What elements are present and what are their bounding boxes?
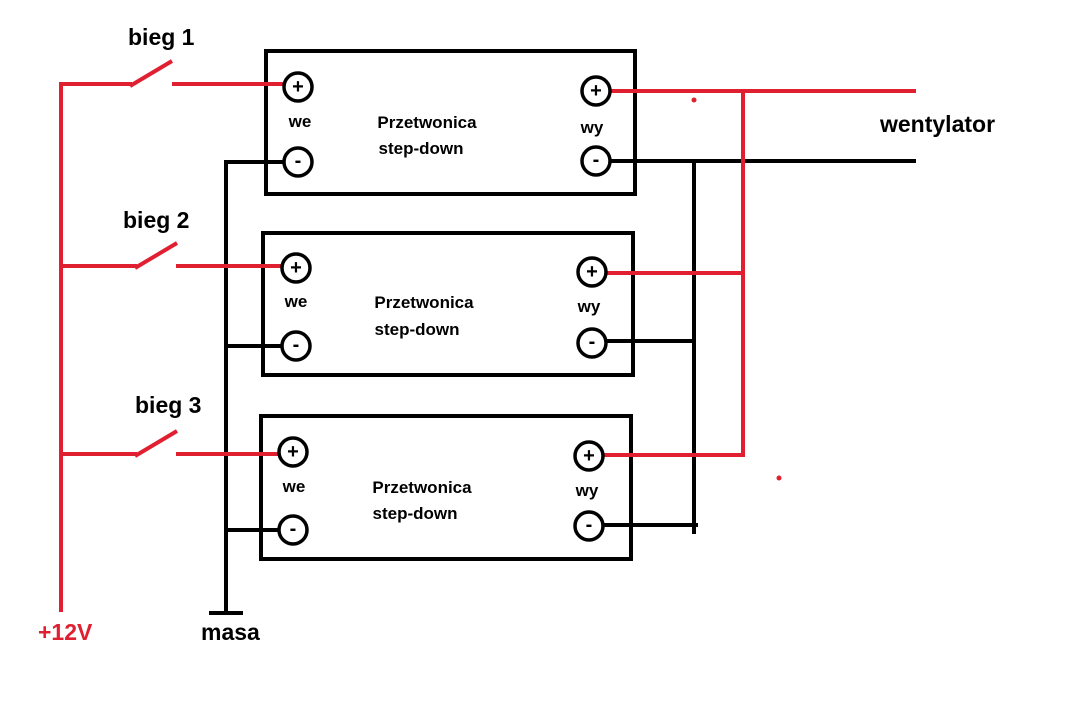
terminal-out-minus-2 [576,327,608,359]
terminal-in-minus-1-sign: - [295,150,302,172]
converter-title-3b: step-down [373,504,458,523]
input-label-2: we [284,292,308,311]
gear-3-label: bieg 3 [135,392,201,418]
terminal-in-plus-1 [282,71,314,103]
terminal-in-plus-2-sign: + [290,257,302,279]
terminal-in-plus-1-sign: + [292,76,304,98]
terminal-in-plus-3 [277,436,309,468]
input-label-3: we [282,477,306,496]
terminal-in-minus-3-sign: - [290,518,297,540]
switch-blade-2 [133,241,179,270]
terminal-out-plus-3 [573,440,605,472]
gear-1-label: bieg 1 [128,24,195,50]
output-label-3: wy [575,481,599,500]
ground-label: masa [201,619,260,645]
terminal-out-minus-3 [573,510,605,542]
converter-title-1a: Przetwonica [377,113,477,132]
output-label-1: wy [580,118,604,137]
converter-title-2a: Przetwonica [374,293,474,312]
terminal-out-plus-1-sign: + [590,80,602,102]
terminal-out-plus-1 [580,75,612,107]
supply-label: +12V [38,619,93,645]
terminal-in-minus-2-sign: - [293,334,300,356]
terminal-in-minus-2 [280,330,312,362]
stray-dot-2 [776,475,782,481]
output-label-2: wy [577,297,601,316]
terminal-out-plus-2 [576,256,608,288]
converter-title-3a: Przetwonica [372,478,472,497]
terminal-out-minus-1 [580,145,612,177]
stray-dot-1 [691,97,697,103]
converter-box-2 [261,231,635,377]
terminal-in-minus-1 [282,146,314,178]
converter-box-1 [264,49,637,196]
terminal-out-minus-1-sign: - [593,149,600,171]
terminal-in-plus-2 [280,252,312,284]
terminal-out-minus-3-sign: - [586,514,593,536]
converter-title-2b: step-down [375,320,460,339]
input-label-1: we [288,112,312,131]
terminal-in-plus-3-sign: + [287,441,299,463]
switch-blade-3 [133,429,179,458]
converter-title-1b: step-down [379,139,464,158]
terminal-out-plus-2-sign: + [586,261,598,283]
converter-box-3 [259,414,633,561]
fan-label: wentylator [879,111,995,137]
switch-blade-1 [128,59,174,88]
terminal-out-plus-3-sign: + [583,445,595,467]
terminal-in-minus-3 [277,514,309,546]
gear-2-label: bieg 2 [123,207,189,233]
terminal-out-minus-2-sign: - [589,331,596,353]
